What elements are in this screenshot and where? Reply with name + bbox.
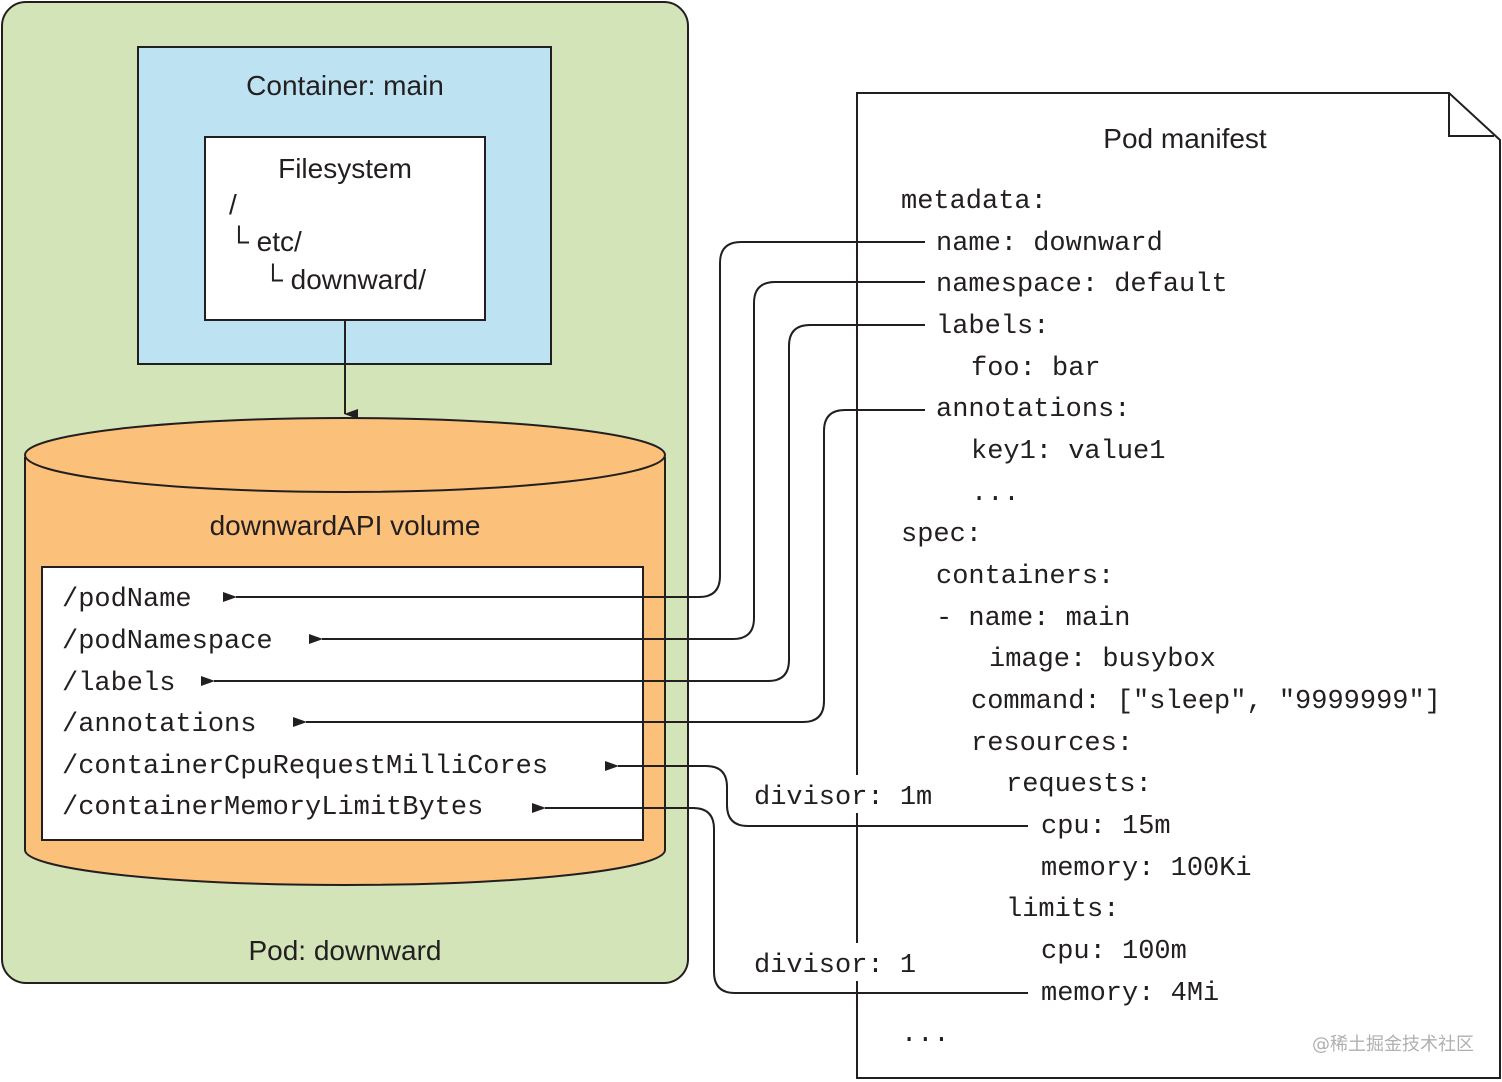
manifest-line: cpu: 15m — [1041, 812, 1171, 842]
manifest-line: command: ["sleep", "9999999"] — [971, 687, 1441, 717]
folded-corner-icon — [1448, 93, 1494, 137]
manifest-line: resources: — [971, 729, 1133, 759]
divisor-cpu-background — [750, 775, 950, 813]
divisor-labels: divisor: 1m divisor: 1 — [750, 775, 950, 981]
downward-api-volume: downwardAPI volume /podName /podNamespac… — [24, 417, 666, 886]
manifest-line: namespace: default — [936, 270, 1228, 300]
filesystem-downward: └ downward/ — [263, 263, 426, 295]
manifest-line: memory: 4Mi — [1041, 979, 1219, 1009]
volume-file: /podName — [62, 585, 192, 615]
connector-cpu-request — [605, 761, 1028, 827]
pod-manifest-document: Pod manifest metadata: name: downward na… — [856, 92, 1501, 1079]
manifest-line: - name: main — [936, 604, 1130, 634]
manifest-line: limits: — [1006, 895, 1119, 925]
volume-file: /podNamespace — [62, 627, 273, 657]
divisor-memory-background — [750, 943, 930, 981]
manifest-line: metadata: — [901, 187, 1047, 217]
connector-annotations — [293, 409, 925, 727]
filesystem-etc: └ etc/ — [229, 225, 302, 257]
connector-pod-namespace — [309, 281, 925, 644]
container-box: Container: main Filesystem / └ etc/ └ do… — [137, 46, 552, 365]
divisor-cpu-label: divisor: 1m — [754, 783, 932, 813]
manifest-line: memory: 100Ki — [1041, 854, 1252, 884]
manifest-line: image: busybox — [989, 645, 1216, 675]
filesystem-title: Filesystem — [278, 153, 412, 184]
manifest-line: containers: — [936, 562, 1114, 592]
filesystem-box — [204, 136, 486, 321]
volume-file: /labels — [62, 669, 175, 699]
manifest-line: labels: — [936, 312, 1049, 342]
divisor-memory-label: divisor: 1 — [754, 951, 916, 981]
pod-label: Pod: downward — [248, 935, 441, 966]
manifest-line: key1: value1 — [971, 437, 1165, 467]
manifest-line: name: downward — [936, 229, 1163, 259]
connector-labels — [201, 324, 925, 686]
manifest-line: foo: bar — [971, 354, 1101, 384]
manifest-line: cpu: 100m — [1041, 937, 1187, 967]
manifest-line: spec: — [901, 520, 982, 550]
manifest-line: ... — [971, 479, 1020, 509]
volume-file: /containerMemoryLimitBytes — [62, 793, 483, 823]
filesystem-root: / — [229, 189, 237, 220]
cylinder-top — [24, 417, 666, 493]
volume-file: /containerCpuRequestMilliCores — [62, 752, 548, 782]
manifest-line: ... — [901, 1020, 950, 1050]
document-page — [856, 92, 1501, 1079]
connectors — [201, 241, 1028, 994]
container-label: Container: main — [246, 70, 444, 101]
volume-files-box — [41, 566, 644, 841]
volume-file: /annotations — [62, 710, 256, 740]
watermark: @稀土掘金技术社区 — [1312, 1034, 1474, 1055]
connector-memory-limit — [532, 803, 1028, 994]
connector-pod-name — [223, 241, 925, 602]
manifest-line: annotations: — [936, 395, 1130, 425]
manifest-line: requests: — [1006, 770, 1152, 800]
volume-label: downwardAPI volume — [210, 510, 481, 541]
manifest-title: Pod manifest — [1103, 123, 1267, 154]
